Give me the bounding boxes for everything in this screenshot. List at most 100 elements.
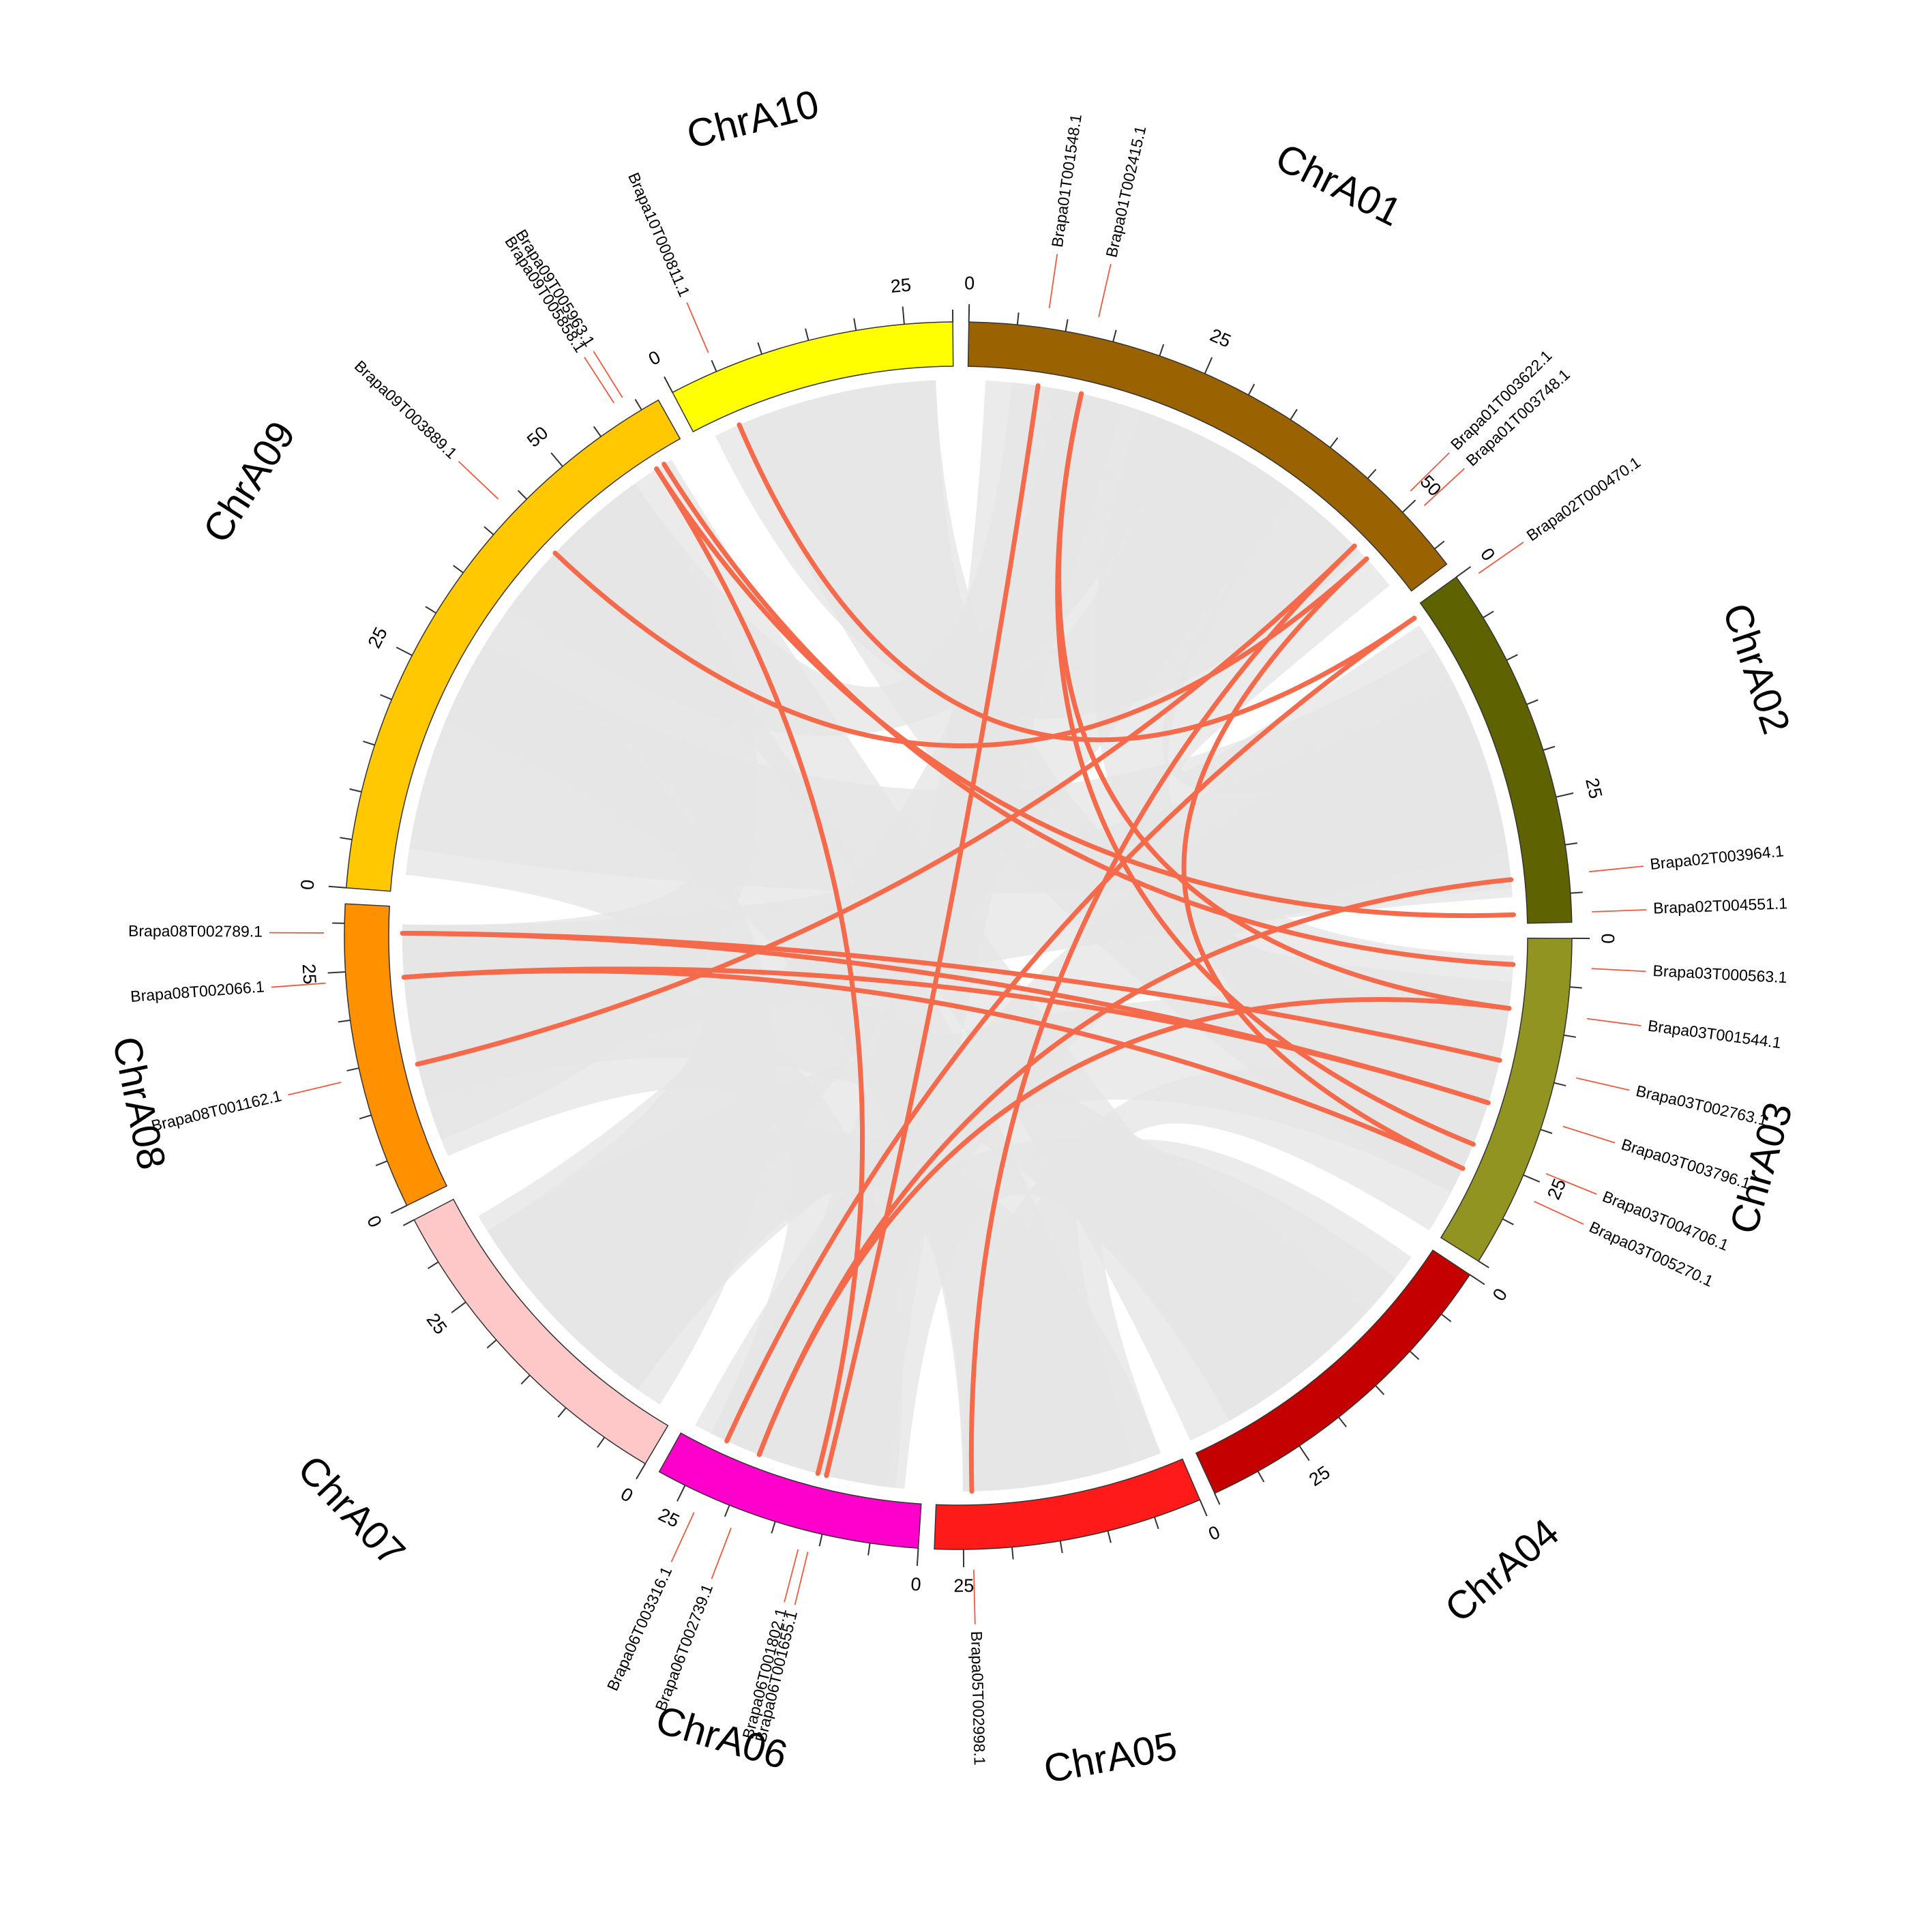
gene-leader-line [1592,909,1647,912]
tick-mark [380,694,392,700]
gene-label: Brapa01T001548.1 [1048,113,1085,249]
chromosome-block-a08 [344,903,448,1206]
gene-link-8 [662,462,1516,967]
tick-mark [1540,1129,1553,1134]
gene-link-18 [401,968,1466,1171]
tick-mark [711,359,717,372]
tick-mark [724,1504,730,1517]
tick-mark [340,837,353,840]
tick-mark [1483,610,1494,619]
tick-mark [1402,499,1416,514]
gene-label: Brapa03T001544.1 [1647,1017,1783,1052]
chromosome-label-a09: ChrA09 [194,413,304,550]
tick-mark [1502,1218,1514,1226]
tick-label: 25 [655,1504,683,1531]
synteny-ribbon-19 [478,388,1296,1363]
tick-mark [1112,329,1117,342]
gene-leader-line [1589,865,1644,873]
tick-mark [1523,1174,1541,1183]
tick-label: 0 [645,346,664,370]
gene-leader-line [1423,468,1465,507]
gene-leader-lines [269,254,1647,1624]
tick-mark [520,1374,531,1385]
tick-mark [1569,986,1582,989]
tick-mark [853,318,857,331]
tick-mark [484,526,494,535]
gene-label: Brapa03T003796.1 [1619,1135,1753,1192]
chromosome-block-a03 [1440,937,1573,1262]
tick-mark [1554,1082,1566,1087]
tick-label: 0 [910,1574,922,1595]
tick-mark [396,647,413,656]
gene-leader-line [593,351,623,398]
tick-mark [1478,1260,1489,1268]
gene-leader-line [458,460,499,500]
gene-leader-line [686,302,709,353]
tick-label: 25 [1207,325,1234,352]
chromosome-ideograms [344,321,1573,1550]
gene-label: Brapa08T002789.1 [128,922,263,940]
chromosome-label-a08: ChrA08 [104,1033,174,1174]
tick-mark [328,885,346,889]
tick-mark [1214,1493,1221,1505]
tick-label: 50 [1416,471,1445,500]
tick-mark [1556,792,1574,798]
gene-leader-line [711,1528,732,1579]
gene-leader-line [1534,1200,1584,1225]
tick-mark [375,1160,388,1166]
chromosome-block-a05 [934,1458,1201,1550]
tick-mark [636,1463,647,1480]
highlighted-gene-links [400,383,1516,1494]
tick-mark [1375,1385,1385,1395]
tick-mark [916,1548,919,1567]
gene-link-3 [415,544,1357,1067]
tick-mark [327,971,346,974]
tick-mark [1338,1416,1347,1427]
tick-mark [677,1485,686,1502]
tick-mark [1564,842,1578,846]
chromosome-block-a04 [1195,1249,1471,1494]
gene-leader-line [670,1512,695,1562]
chromosome-block-a02 [1419,576,1573,924]
chromosome-block-a09 [345,399,681,892]
gene-leader-line [1586,1018,1641,1026]
chromosome-label-a10: ChrA10 [683,82,824,158]
tick-mark [1011,1547,1014,1560]
tick-mark [1298,1445,1310,1461]
gene-link-14 [654,466,865,1476]
chromosome-label-a07: ChrA07 [289,1447,413,1575]
gene-link-5 [737,422,1417,743]
tick-mark [771,1521,776,1534]
tick-mark [867,1543,871,1556]
gene-leader-line [584,357,615,404]
tick-label: 0 [1206,1521,1223,1544]
tick-label: 0 [1598,934,1618,944]
tick-mark [1570,891,1583,894]
tick-mark [1440,1313,1452,1322]
chromosome-block-a01 [967,321,1448,592]
tick-mark [818,1534,823,1547]
tick-mark [1247,383,1255,396]
tick-label: 0 [363,1213,386,1231]
gene-label: Brapa02T000470.1 [1524,453,1644,544]
tick-mark [1016,312,1020,325]
tick-mark [1455,566,1472,578]
tick-label: 25 [890,275,912,297]
tick-mark [453,565,464,574]
gene-leader-line [972,1569,976,1624]
gene-label: Brapa01T002415.1 [1102,124,1149,259]
chromosome-block-a06 [658,1432,922,1549]
tick-mark [1199,1499,1208,1517]
tick-mark [402,1219,415,1226]
gene-leader-line [1098,263,1112,318]
synteny-ribbon-21 [695,686,1509,1478]
gene-link-1 [824,383,1041,1479]
gene-leader-line [271,982,326,988]
synteny-ribbon-20 [445,510,1136,1491]
tick-mark [1563,1034,1577,1038]
gene-link-16 [756,996,1512,1457]
tick-mark [1329,437,1339,448]
gene-link-13 [968,544,1357,1494]
gene-label: Brapa03T000563.1 [1652,962,1787,986]
